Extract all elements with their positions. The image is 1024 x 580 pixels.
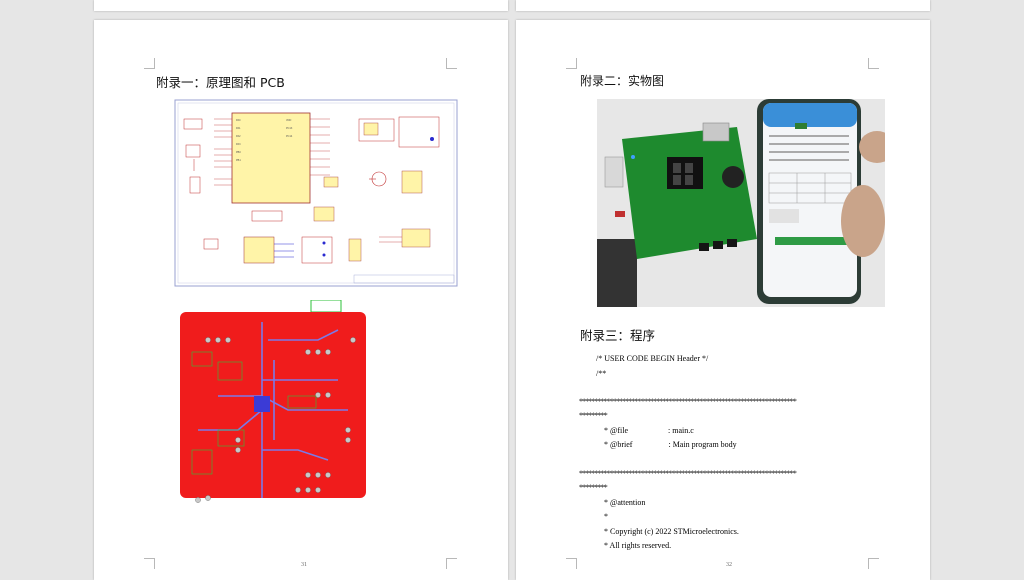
svg-text:PC14: PC14: [286, 135, 293, 138]
code-line: * @brief : Main program body: [604, 440, 737, 449]
crop-mark: [144, 58, 155, 69]
svg-text:PC13: PC13: [286, 127, 293, 130]
crop-mark: [144, 558, 155, 569]
crop-mark: [566, 58, 577, 69]
svg-text:PB1: PB1: [236, 159, 241, 162]
crop-mark: [446, 558, 457, 569]
code-line: * All rights reserved.: [604, 541, 672, 550]
previous-page-right-bottom: [516, 0, 930, 11]
code-line: *********: [579, 483, 608, 492]
code-line: *: [604, 512, 608, 521]
code-line: /**: [596, 369, 607, 378]
appendix-1-heading: 附录一：原理图和 PCB: [156, 75, 285, 90]
crop-mark: [868, 558, 879, 569]
svg-text:PA0: PA0: [236, 119, 241, 122]
svg-text:VDD: VDD: [286, 119, 291, 122]
code-line: ****************************************…: [579, 397, 797, 406]
crop-mark: [446, 58, 457, 69]
svg-text:PA1: PA1: [236, 127, 241, 130]
svg-text:PA3: PA3: [236, 143, 241, 146]
code-line: * @file : main.c: [604, 426, 694, 435]
code-line: /* USER CODE BEGIN Header */: [596, 354, 709, 363]
code-line: * Copyright (c) 2022 STMicroelectronics.: [604, 527, 739, 536]
svg-text:PB0: PB0: [236, 151, 241, 154]
previous-page-left-bottom: [94, 0, 508, 11]
appendix-2-heading: 附录二：实物图: [580, 74, 665, 88]
appendix-3-heading: 附录三：程序: [580, 328, 656, 343]
document-page-32: 附录二：实物图: [516, 20, 930, 580]
crop-mark: [868, 58, 879, 69]
page-number: 32: [726, 562, 732, 568]
device-photo: [597, 99, 885, 307]
svg-text:PA2: PA2: [236, 135, 241, 138]
crop-mark: [566, 558, 577, 569]
page-number: 31: [301, 562, 307, 568]
code-line: *********: [579, 411, 608, 420]
code-line: ****************************************…: [579, 469, 797, 478]
pcb-layout-figure: [180, 300, 366, 503]
code-line: * @attention: [604, 498, 646, 507]
